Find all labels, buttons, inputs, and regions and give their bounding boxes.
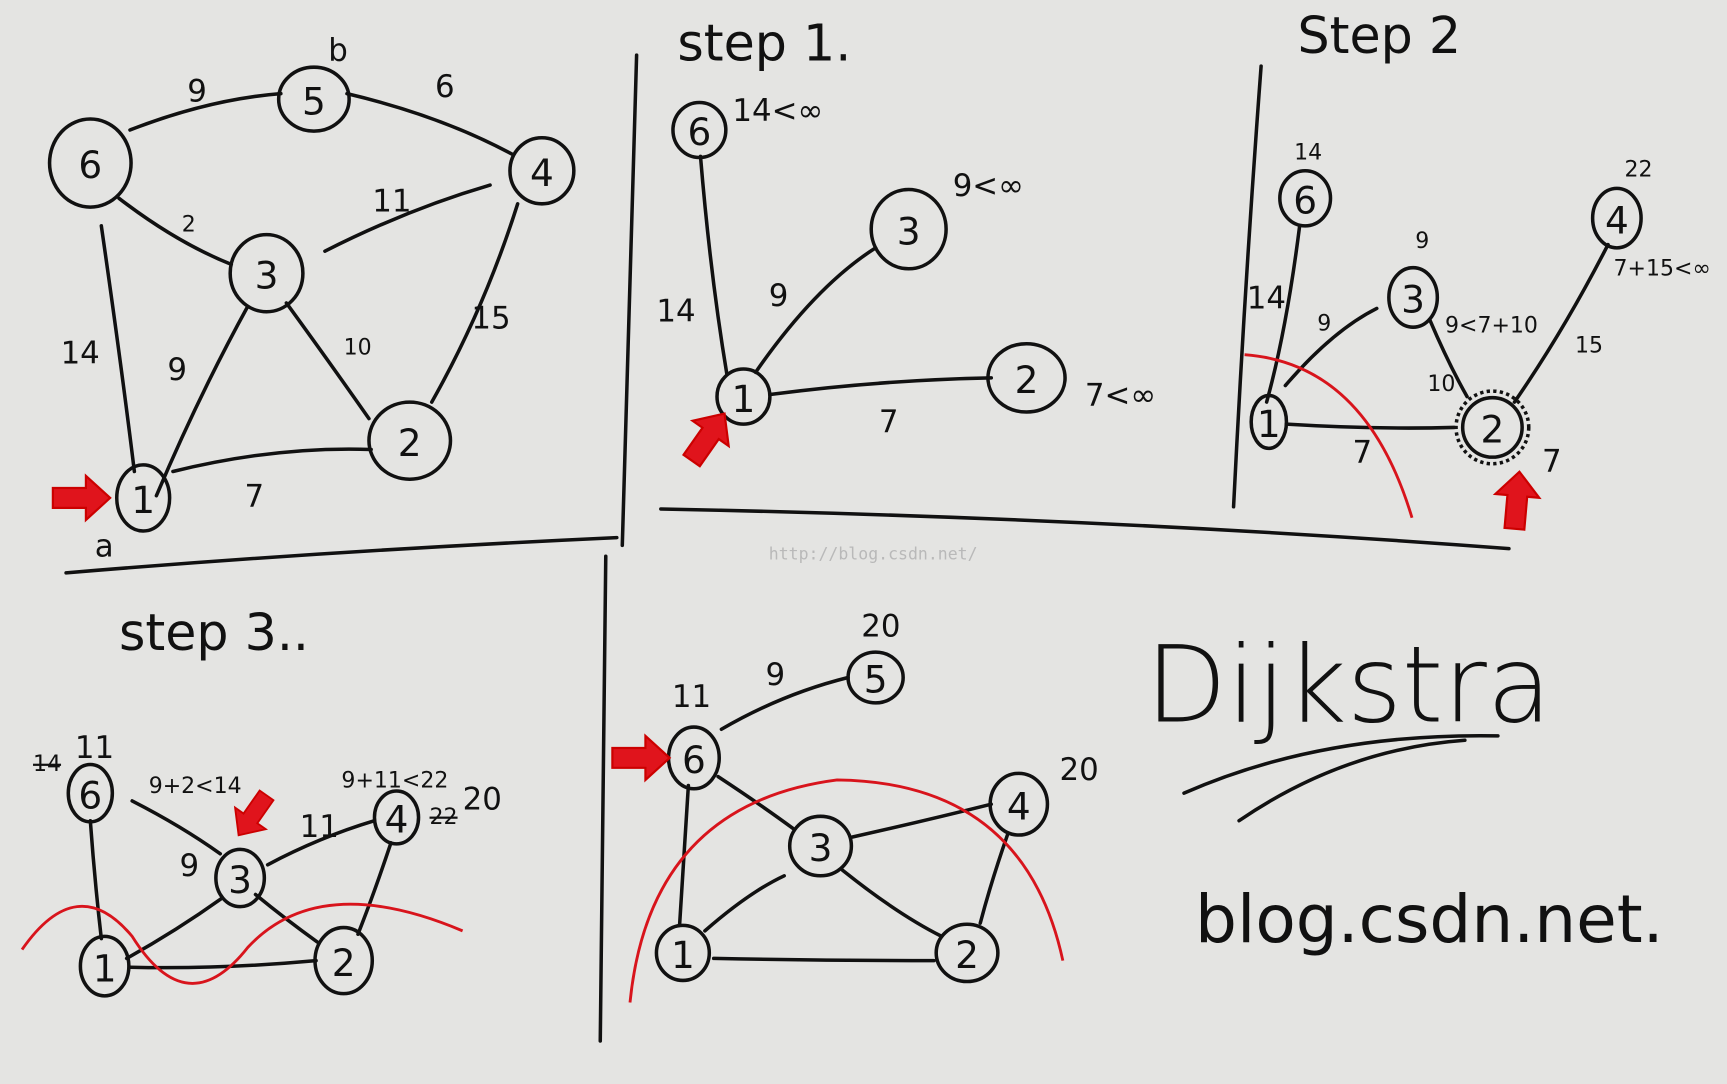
edge-label: 14 [61,336,100,372]
edge-label: 7 [245,479,265,515]
node-4: 4 [1605,198,1629,242]
panel-original-graph: 6 5 4 3 2 1 b a 9 6 2 11 14 9 10 15 7 [47,33,576,564]
caption-title: Dijkstra [1145,624,1551,747]
node-2: 2 [398,421,422,465]
node-name-b: b [328,33,348,69]
edge-label: 9 [769,278,789,314]
edge-label: 15 [471,300,510,336]
node-note: 11 [672,679,711,715]
node-note-struck: 14 [33,752,61,777]
edge-label: 9 [180,848,200,884]
node-note: 20 [1060,752,1099,788]
node-3: 3 [897,209,921,253]
node-note: 9 [1415,229,1429,254]
node-6: 6 [687,110,711,154]
node-1: 1 [1257,402,1281,446]
node-note: 22 [1625,157,1653,182]
red-arrow-icon [611,734,671,782]
node-4: 4 [1007,784,1031,828]
edge-label: 11 [300,809,339,845]
node-5: 5 [864,658,888,702]
node-note: 11 [75,730,114,766]
node-5: 5 [302,79,326,123]
node-2: 2 [955,933,979,977]
node-1: 1 [732,377,756,421]
node-note: 14 [1294,141,1322,166]
red-arrow-icon [51,474,112,522]
node-note: 20 [463,782,502,818]
watermark: http://blog.csdn.net/ [769,545,978,564]
edge-label: 10 [344,336,372,361]
edge-label: 9 [1317,311,1331,336]
edge-label: 7 [1353,435,1373,471]
step-title: step 3.. [119,603,309,662]
node-1-visited: 1 [93,946,117,990]
edge-label: 15 [1575,334,1603,359]
node-6: 6 [78,773,102,817]
node-4: 4 [530,151,554,195]
edge-label: 14 [656,294,695,330]
node-2-visited: 2 [1480,408,1504,452]
red-arrow-icon [1491,468,1543,532]
panel-step-2: Step 2 6 3 4 1 2 14 9 22 7 14 9 9<7+10 1… [1244,6,1711,532]
edge-label: 9 [765,657,785,693]
node-1: 1 [671,933,695,977]
caption-site: blog.csdn.net. [1195,881,1664,958]
node-2-visited: 2 [332,941,356,985]
step-title: Step 2 [1297,6,1461,65]
node-2: 2 [1015,358,1039,402]
panel-step-4: 5 6 3 4 1 2 20 11 20 9 [611,609,1099,1003]
edge-label: 14 [1247,280,1286,316]
panel-dividers [64,53,1511,1043]
node-note: 14<∞ [732,93,823,129]
node-3: 3 [228,858,252,902]
edge-note: 9+2<14 [149,774,242,799]
edge-note: 9+11<22 [341,769,448,794]
node-6: 6 [1293,178,1317,222]
node-note: 7 [1542,443,1562,479]
edges [99,91,520,498]
edge-label: 11 [372,184,411,220]
node-name-a: a [95,528,114,564]
node-4: 4 [385,798,409,842]
panel-step-3: step 3.. 6 3 4 1 2 14 11 9+2<14 9+11<22 … [20,603,502,998]
edge-label: 9<7+10 [1445,314,1538,339]
node-3: 3 [255,253,279,297]
node-6: 6 [682,738,706,782]
edge-label: 9 [167,352,187,388]
edge-label: 9 [187,73,207,109]
edge-label: 7 [879,404,899,440]
edge-label: 10 [1427,372,1455,397]
node-6: 6 [78,143,102,187]
node-3: 3 [1401,278,1425,322]
caption: Dijkstra blog.csdn.net. [1145,624,1663,958]
edge-label: 7+15<∞ [1614,256,1711,281]
edge-label: 6 [435,69,455,105]
node-note: 20 [861,609,900,645]
node-1: 1 [131,478,155,522]
step-title: step 1. [677,14,851,73]
node-note-struck: 22 [430,805,458,830]
node-3: 3 [809,826,833,870]
nodes: 6 5 4 3 2 1 [47,65,576,533]
panel-step-1: step 1. 6 3 2 1 14<∞ 9<∞ 7<∞ 14 9 7 [656,14,1156,475]
edge-label: 2 [182,212,196,237]
node-note: 9<∞ [953,168,1024,204]
node-note: 7<∞ [1085,377,1156,413]
